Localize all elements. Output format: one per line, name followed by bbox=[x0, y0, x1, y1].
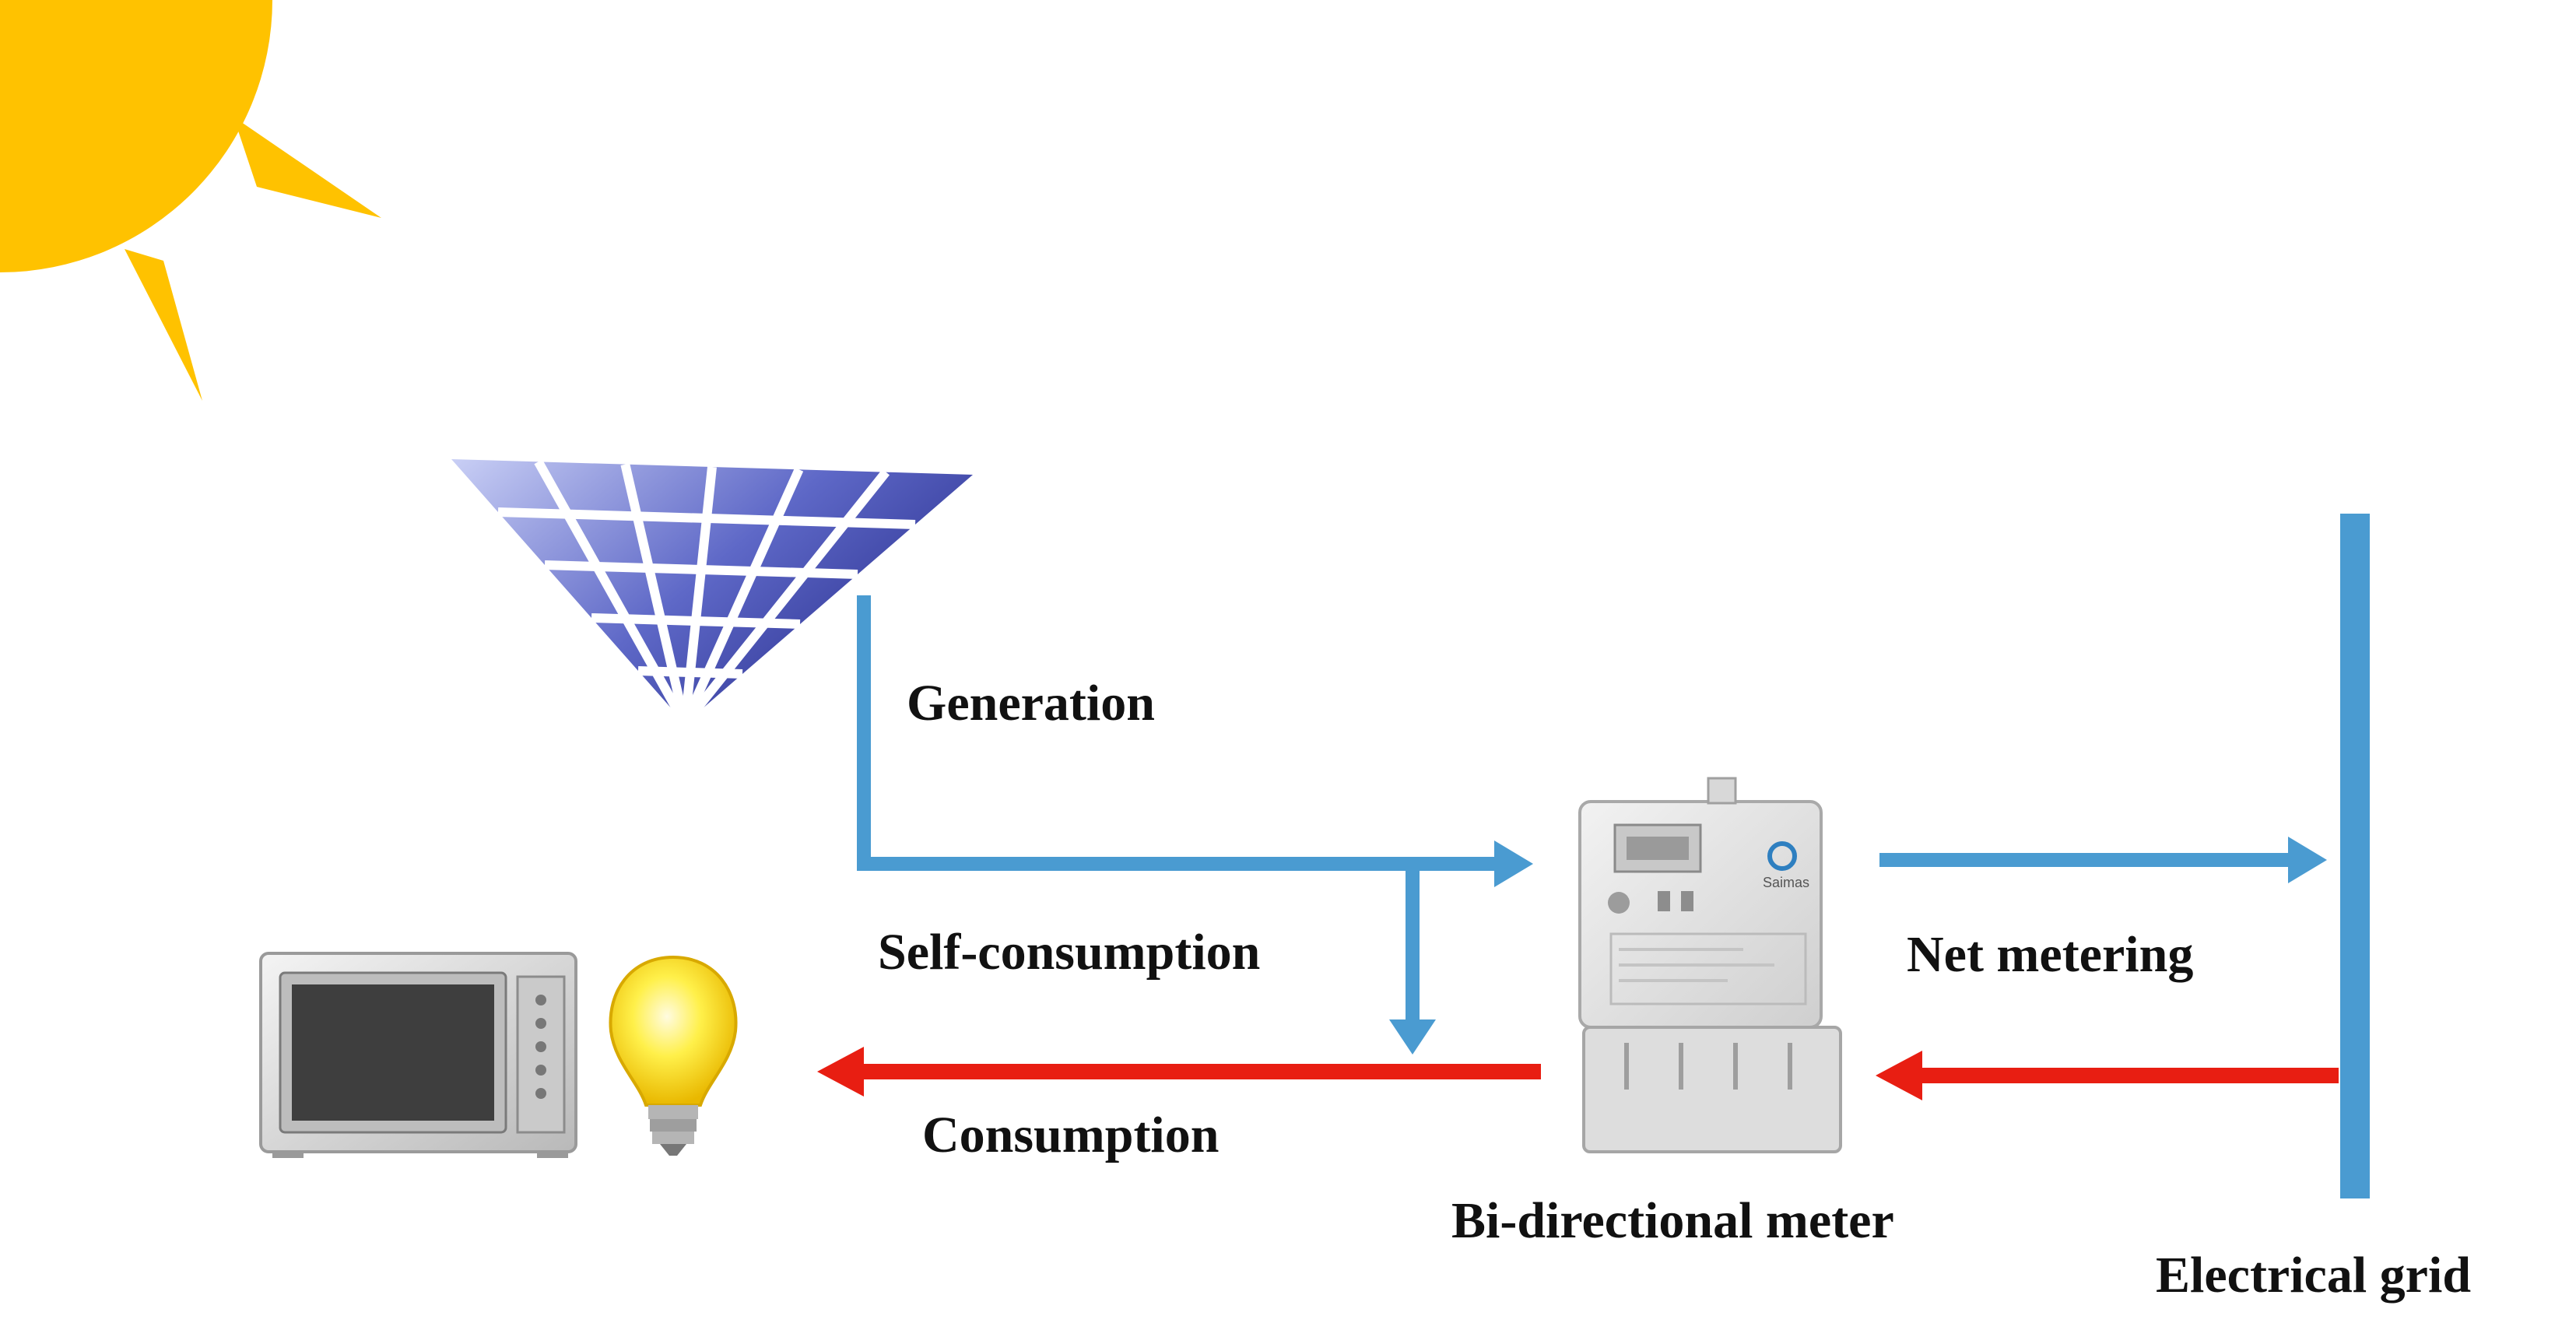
meter-label: Bi-directional meter bbox=[1451, 1192, 1894, 1249]
grid-label: Electrical grid bbox=[2156, 1247, 2471, 1304]
net-metering-flow bbox=[1879, 837, 2327, 883]
microwave-icon bbox=[259, 952, 577, 1158]
electrical-grid-icon bbox=[2340, 514, 2370, 1198]
sun-icon bbox=[0, 0, 381, 401]
bi-directional-meter-icon: Saimas bbox=[1578, 777, 1842, 1153]
grid-import-flow bbox=[1876, 1051, 2339, 1100]
panel-column-line bbox=[534, 459, 690, 726]
meter-brand-text: Saimas bbox=[1763, 875, 1809, 890]
consumption-label: Consumption bbox=[922, 1107, 1219, 1163]
generation-label: Generation bbox=[907, 675, 1155, 732]
solar-panel-grid bbox=[497, 459, 916, 727]
panel-column-line bbox=[680, 466, 717, 725]
light-bulb-icon bbox=[609, 955, 738, 1156]
solar-panel-icon bbox=[451, 459, 973, 727]
self-consumption-label: Self-consumption bbox=[878, 924, 1260, 981]
panel-column-line bbox=[620, 463, 690, 725]
panel-column-line bbox=[680, 467, 804, 726]
net-metering-label: Net metering bbox=[1907, 926, 2193, 983]
panel-column-line bbox=[681, 468, 890, 727]
consumption-flow bbox=[817, 1047, 1541, 1097]
generation-flow bbox=[857, 595, 1533, 887]
self-consumption-flow bbox=[1389, 864, 1436, 1055]
